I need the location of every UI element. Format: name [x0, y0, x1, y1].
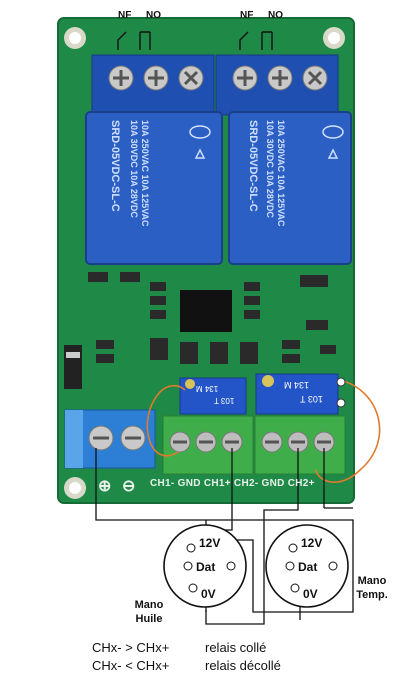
diode-component [64, 345, 82, 389]
trimmer2-code: 134 M [284, 380, 310, 390]
trimmer2-value: 103 T [300, 394, 323, 404]
sensor-left-name-line2: Huile [135, 613, 163, 625]
input-pin-labels: CH1- GND CH1+ CH2- GND CH2+ [150, 478, 315, 489]
sensor-right-0v-label: 0V [303, 587, 318, 601]
sensor-left-dat-label: Dat [196, 560, 216, 574]
power-plus-icon: ⊕ [98, 478, 112, 495]
relay1-body [85, 111, 223, 265]
relay2-rating-text: 10A 250VAC 10A 125VAC 10A 30VDC 10A 28VD… [264, 120, 286, 227]
legend-line1-condition: CHx- > CHx+ [92, 640, 170, 655]
cqc-logo-icon [189, 125, 344, 159]
legend-line1-result: relais collé [205, 640, 267, 655]
power-minus-icon: ⊖ [122, 478, 136, 495]
sensor-left-12v-label: 12V [199, 536, 221, 550]
sensor-left-connector [163, 524, 247, 608]
relay2-terminal-block [215, 54, 339, 116]
relay2-model: SRD-05VDC-SL-C [247, 120, 259, 212]
trimmer1-value: 103 T [214, 396, 235, 405]
relay2-nf-label: NF [240, 10, 254, 21]
sensor-left-name-line1: Mano [134, 599, 164, 611]
trimmer1-code: 134 M [196, 384, 219, 393]
sensor-right-name-line2: Temp. [356, 589, 388, 601]
smd-components [88, 272, 336, 364]
relay1-rating-line1: 10A 250VAC 10A 125VAC [140, 120, 150, 227]
relay1-rating-text: 10A 250VAC 10A 125VAC 10A 30VDC 10A 28VD… [128, 120, 150, 227]
sensor-right-name-line1: Mano [357, 575, 387, 587]
orange-wire-loops [146, 379, 381, 483]
relay2-body [228, 111, 352, 265]
sensor-right-name: Mano Temp. [348, 574, 396, 602]
signal-terminal-block [162, 415, 346, 475]
legend-line2-condition: CHx- < CHx+ [92, 658, 170, 673]
mounting-hole-icon [64, 27, 345, 499]
legend-line2-result: relais décollé [205, 658, 281, 673]
relay1-no-label: NO [146, 10, 161, 21]
power-terminal-block [64, 409, 156, 469]
sensor-right-12v-label: 12V [301, 536, 323, 550]
relay-switch-symbol-icon [117, 31, 273, 50]
ic-chip [180, 290, 232, 332]
relay2-rating-line2: 10A 30VDC 10A 28VDC [265, 120, 275, 218]
sensor-right-connector [265, 524, 349, 608]
relay2-rating-line1: 10A 250VAC 10A 125VAC [276, 120, 286, 227]
relay1-terminal-block [91, 54, 215, 116]
relay2-no-label: NO [268, 10, 283, 21]
sensor-right-dat-label: Dat [298, 560, 318, 574]
relay1-rating-line2: 10A 30VDC 10A 28VDC [129, 120, 139, 218]
relay1-nf-label: NF [118, 10, 132, 21]
relay1-model: SRD-05VDC-SL-C [109, 120, 121, 212]
sensor-left-0v-label: 0V [201, 587, 216, 601]
sensor-left-name: Mano Huile [128, 598, 170, 626]
